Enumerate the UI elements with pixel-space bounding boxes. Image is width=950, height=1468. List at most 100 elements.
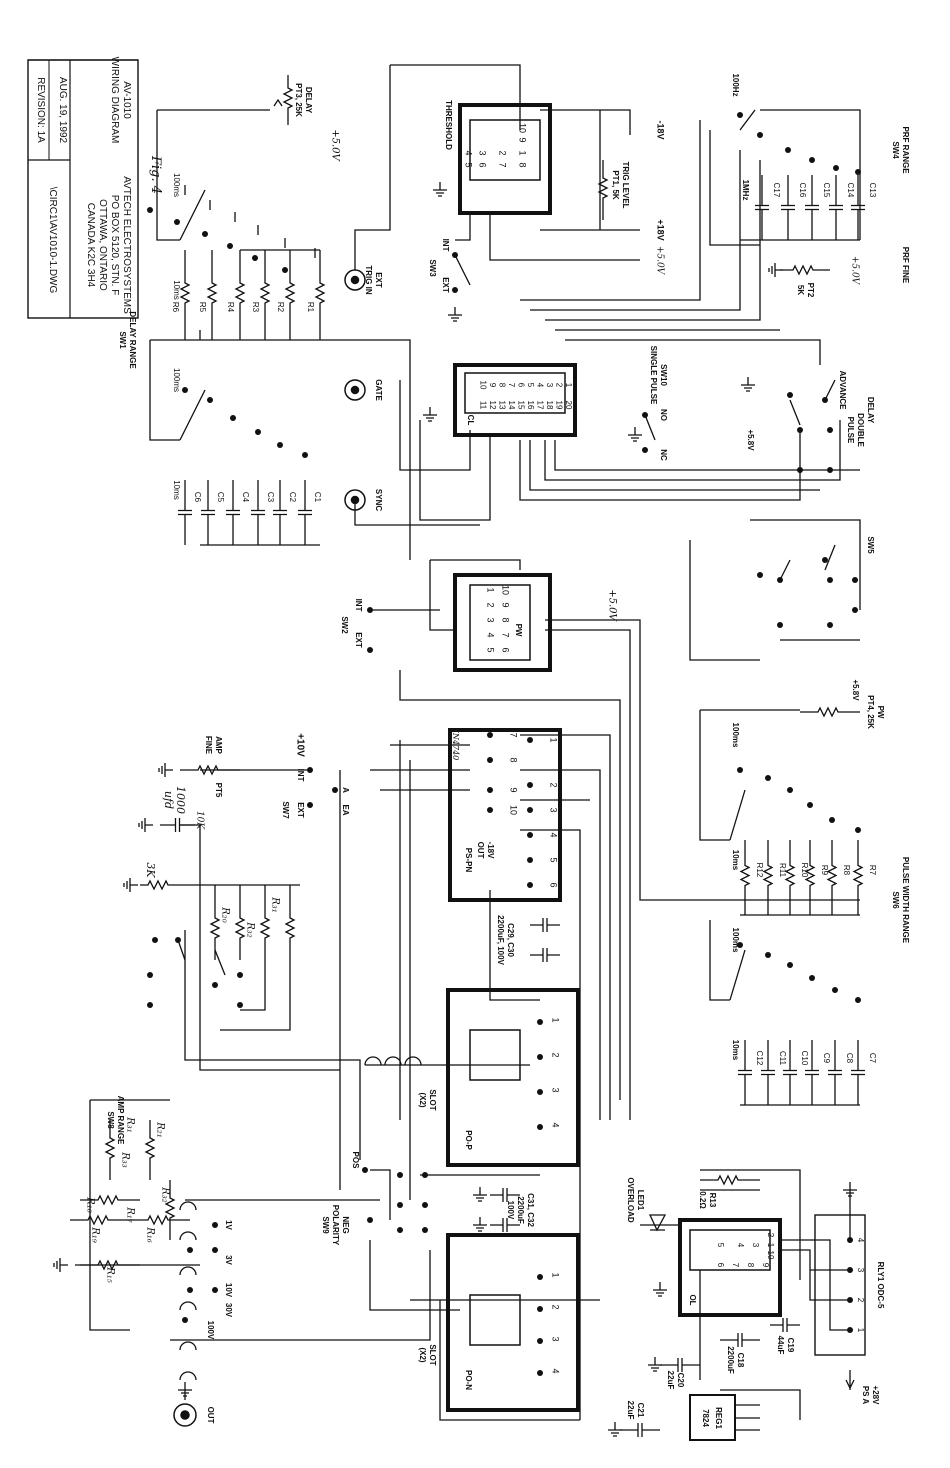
slot-p-x2: (X2) <box>418 1092 427 1107</box>
minus18-label: -18V <box>656 120 666 139</box>
c21-cap <box>620 1423 660 1437</box>
switch-contact <box>537 1089 543 1095</box>
pspn-pin: 6 <box>549 882 559 887</box>
sw2-ext-label: EXT <box>354 632 363 648</box>
3k-label: 3K <box>144 862 157 878</box>
switch-contact <box>212 1247 218 1253</box>
amp-fine-label-1: AMP <box>214 736 223 754</box>
ol-module <box>678 1218 782 1317</box>
prf-cap-label: C16 <box>798 183 807 198</box>
switch-contact <box>527 882 533 888</box>
threshold-pin: 5 <box>464 162 474 167</box>
delay-resistor-1 <box>314 250 326 340</box>
c31-voltage: 100V <box>506 1201 515 1220</box>
ol-pin: 7 <box>731 1263 740 1268</box>
components <box>53 75 865 1437</box>
prf-fine-pot <box>780 264 830 276</box>
switch-contact <box>307 767 313 773</box>
prf-cap-3 <box>805 175 819 240</box>
ground-icon <box>473 1217 487 1232</box>
switch-contact <box>827 467 833 473</box>
plus10-label: +10V <box>294 733 305 757</box>
switch-contact <box>227 243 233 249</box>
v30-label: 30V <box>224 1303 233 1318</box>
switch-contact <box>452 287 458 293</box>
switch-contact <box>777 577 783 583</box>
pspn-pin: 2 <box>549 782 559 787</box>
switch-contact <box>252 255 258 261</box>
a-label: A <box>341 787 350 793</box>
pt2-value: 5K <box>796 285 805 295</box>
r13-value: 0.2Ω <box>698 1191 707 1209</box>
delay-cap-wiper <box>179 389 206 441</box>
delay-resistor-label: R3 <box>251 302 260 313</box>
po-p-pin: 4 <box>551 1122 561 1127</box>
prf-cap-4 <box>781 175 795 240</box>
delay-10ms-label: 10ms <box>172 280 181 300</box>
sw1-label: SW1 <box>118 331 127 349</box>
double-label: DOUBLE <box>856 413 865 447</box>
delay-cap-100ms-label: 100ms <box>172 368 181 392</box>
figure-label: Fig. 4 <box>148 155 163 194</box>
switch-contact <box>832 987 838 993</box>
delay-resistor-2 <box>284 250 296 340</box>
delay-cap-2 <box>273 480 287 545</box>
gate-connector <box>344 379 366 401</box>
prf-cap-label: C14 <box>846 183 855 198</box>
title-block: AV-1010 WIRING DIAGRAM AVTECH ELECTROSYS… <box>27 57 139 319</box>
switch-contact <box>809 975 815 981</box>
reg1-label: REG1 <box>714 1407 723 1429</box>
pw-pin: 5 <box>486 647 496 652</box>
out-connector <box>173 1403 197 1427</box>
switch-contact <box>827 622 833 628</box>
switch-contact <box>765 775 771 781</box>
ground-icon <box>138 818 153 832</box>
amp-range-resistor-label: R₁₉ <box>90 1226 101 1243</box>
switch-contact <box>362 1167 368 1173</box>
pw-resistor-label: R9 <box>820 865 829 876</box>
pw-cap-label: C12 <box>755 1051 764 1066</box>
sw7-ext-label: EXT <box>296 802 305 818</box>
diode-label: IN4740 <box>451 729 460 761</box>
prf-cap-5 <box>755 175 769 240</box>
po-p-pin: 3 <box>551 1087 561 1092</box>
amp-select-wipers <box>177 939 226 976</box>
threshold-pin: 7 <box>498 162 508 167</box>
pspn-pin: 10 <box>509 805 519 815</box>
c20-cap <box>660 1358 700 1372</box>
switch-contact <box>855 997 861 1003</box>
delay-cap-4 <box>226 480 240 545</box>
coax-shield-arcs <box>179 1201 197 1381</box>
cl-pin: 17 <box>535 401 544 410</box>
ground-icon <box>123 878 138 892</box>
cl-pin: 15 <box>516 401 525 410</box>
c19-cap <box>770 1318 800 1332</box>
ol-pin: 4 <box>736 1243 745 1248</box>
nc-label: NC <box>659 449 668 461</box>
cl-pin: 3 <box>545 383 554 388</box>
prf-100hz-label: 100Hz <box>731 73 740 96</box>
title-line-3: AVTECH ELECTROSYSTEMS <box>121 176 132 314</box>
switch-contact <box>527 737 533 743</box>
rly-pin: 3 <box>856 1268 865 1273</box>
pw-resistor-4 <box>784 840 796 915</box>
title-line-5: OTTAWA, ONTARIO <box>97 199 108 291</box>
pspn-pin: 5 <box>549 857 559 862</box>
switch-contact <box>537 1054 543 1060</box>
po-p-pin: 1 <box>551 1017 561 1022</box>
cl-pin: 19 <box>554 401 563 410</box>
switch-contact <box>230 415 236 421</box>
switch-contact <box>777 622 783 628</box>
switch-contact <box>829 817 835 823</box>
po-n-pin: 3 <box>551 1336 561 1341</box>
slot-n-x2: (X2) <box>418 1347 427 1362</box>
plus58-label: +5.8V <box>746 429 755 451</box>
switch-contact <box>822 397 828 403</box>
cl-pin: 9 <box>488 383 497 388</box>
ground-icon <box>608 1422 622 1437</box>
switch-contact <box>537 1306 543 1312</box>
pspn-pin: 4 <box>549 832 559 837</box>
pw-pin: 4 <box>486 632 496 637</box>
3k-resistor <box>140 879 180 891</box>
